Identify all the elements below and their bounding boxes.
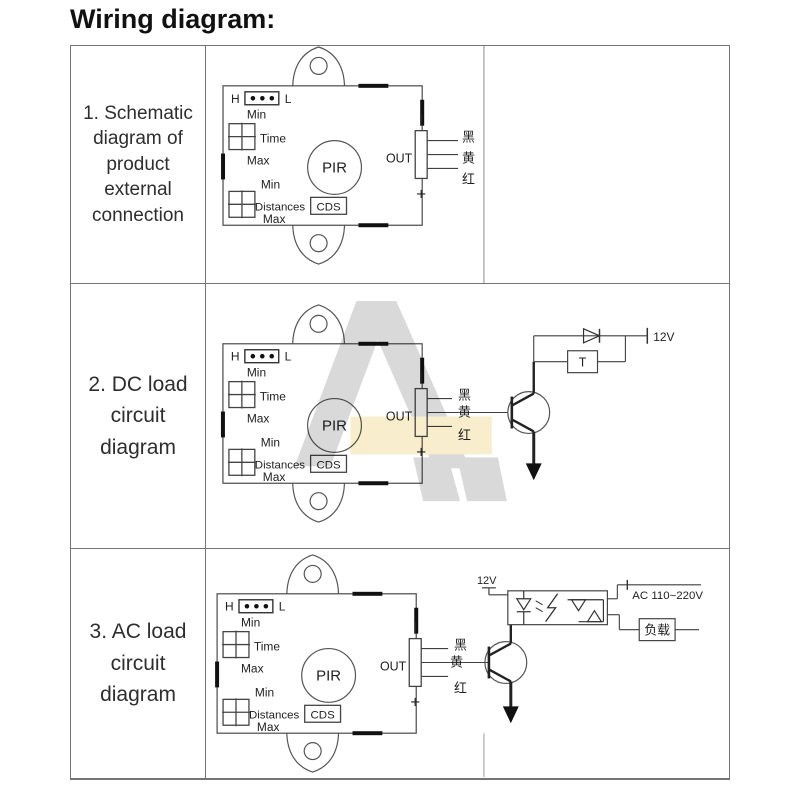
wire-black-label: 黑 [454, 638, 467, 653]
load-box [638, 618, 676, 642]
lightning-bolt-icon [545, 593, 559, 623]
watermark-logo [294, 300, 507, 502]
jumper-pin-icon [250, 95, 256, 101]
led-icon [515, 590, 543, 625]
dc-load-circuit-diagram: 黑 黄 红 [220, 300, 675, 523]
bottom-mounting-hole-icon [309, 234, 328, 253]
row-label-line: diagram [100, 435, 176, 459]
output-connector [414, 129, 428, 180]
plus-terminal-mark: + [416, 184, 426, 203]
ac-supply-label: 12V [477, 575, 497, 587]
schematic-external-connection-diagram: H L Min Time Max [221, 46, 485, 283]
ac-load-circuit-diagram: 黑 黄 红 12V [214, 554, 703, 778]
wire-red-label: 红 [454, 680, 467, 695]
pir-module-schematic [214, 554, 423, 773]
ac-mains-label: AC 110~220V [632, 590, 703, 602]
wire-yellow-label: 黄 [462, 151, 475, 166]
solder-pad-top [358, 83, 389, 88]
output-wires [427, 140, 459, 170]
dc-supply-label: 12V [653, 330, 674, 344]
row-3-diagram-cell: 黑 黄 红 12V [206, 549, 729, 778]
optocoupler-ssr-box [507, 590, 608, 626]
row-label-line: diagram [100, 683, 176, 707]
row-3-label-cell: 3. AC load circuit diagram [71, 549, 206, 778]
pir-label: PIR [322, 159, 347, 176]
page-title: Wiring diagram: [70, 4, 276, 34]
wiring-table: 1. Schematic diagram of product external… [70, 45, 730, 780]
row-label-line: product [106, 153, 170, 175]
row-label-line: circuit [110, 404, 166, 428]
load-branch-wires [607, 614, 699, 631]
row-label-line: connection [92, 204, 184, 226]
wire-yellow-label: 黄 [458, 404, 471, 419]
row-2-diagram-cell: 黑 黄 红 [206, 284, 729, 549]
wire-yellow-label: 黄 [450, 654, 463, 669]
load-label: 负载 [644, 623, 670, 638]
npn-transistor-icon [507, 361, 551, 481]
time-max-label: Max [247, 154, 270, 168]
pir-sensor-icon [307, 140, 363, 195]
emitter-arrow-icon [502, 706, 519, 724]
row-label-line: 2. DC load [88, 372, 188, 396]
solder-pad-right [420, 99, 425, 126]
row-label-line: diagram of [93, 128, 183, 150]
solder-pad-bottom [358, 223, 389, 228]
time-label: Time [260, 132, 286, 146]
jumper-pin-icon [260, 95, 265, 101]
flyback-diode-icon [582, 327, 601, 344]
ac-mains-wires [607, 584, 701, 600]
output-wires [421, 648, 489, 677]
relay-label: T [579, 356, 587, 370]
top-mounting-hole-icon [309, 56, 328, 75]
time-min-label: Min [247, 108, 266, 122]
cds-photocell-icon [310, 196, 348, 215]
row-2-label-cell: 2. DC load circuit diagram [71, 284, 206, 549]
pir-module-schematic: H L Min Time Max [221, 46, 428, 265]
row-label-line: 3. AC load [89, 620, 187, 644]
jumper-high-label: H [231, 92, 240, 106]
distances-label: Distances [255, 201, 305, 213]
relay-box [567, 350, 599, 374]
supply-branch-wires [533, 335, 648, 363]
distance-min-label: Min [261, 177, 280, 191]
row-1-label-cell: 1. Schematic diagram of product external… [71, 46, 206, 284]
wire-black-label: 黑 [458, 388, 471, 403]
cds-label: CDS [317, 201, 342, 213]
triac-icon [567, 599, 605, 623]
row-label-line: external [104, 179, 172, 201]
jumper-pin-icon [269, 95, 275, 101]
distance-max-label: Max [263, 212, 286, 226]
wire-red-label: 红 [462, 171, 475, 186]
row-1-diagram-cell: H L Min Time Max [206, 46, 729, 284]
out-label: OUT [386, 152, 413, 166]
row-label-line: circuit [110, 651, 166, 675]
supply-terminal-wires [481, 587, 508, 596]
npn-transistor-icon [484, 624, 528, 724]
row-label-line: 1. Schematic [83, 102, 193, 124]
wire-black-label: 黑 [462, 130, 475, 145]
emitter-arrow-icon [525, 463, 542, 481]
jumper-low-label: L [285, 92, 292, 106]
solder-pad-left [221, 153, 226, 180]
